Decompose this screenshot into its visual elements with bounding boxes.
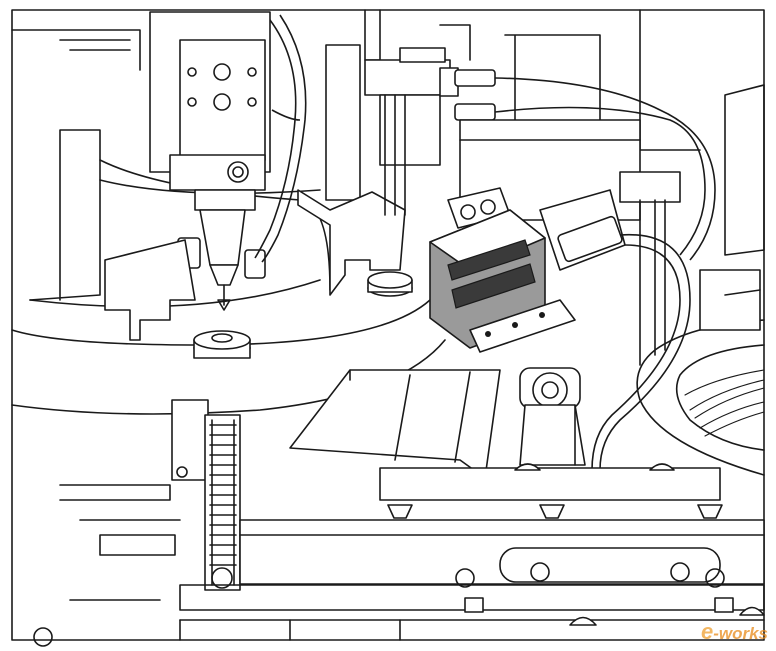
camera-heatsink xyxy=(447,239,536,309)
watermark-text: -works xyxy=(713,624,768,643)
conveyor-frame xyxy=(33,463,765,647)
drawing-frame xyxy=(11,9,765,641)
vertical-post xyxy=(619,171,681,366)
bowl-feeder xyxy=(636,269,765,476)
sliding-plate xyxy=(289,369,501,479)
e-works-watermark: e-works xyxy=(701,619,768,645)
camera-assembly xyxy=(429,187,691,471)
sensor-rail xyxy=(364,47,716,261)
watermark-prefix: e xyxy=(700,619,714,644)
timing-belt xyxy=(171,399,241,591)
dispenser-unit xyxy=(149,11,307,311)
middle-bracket-plate xyxy=(297,189,413,297)
left-bracket-plate xyxy=(104,239,251,359)
